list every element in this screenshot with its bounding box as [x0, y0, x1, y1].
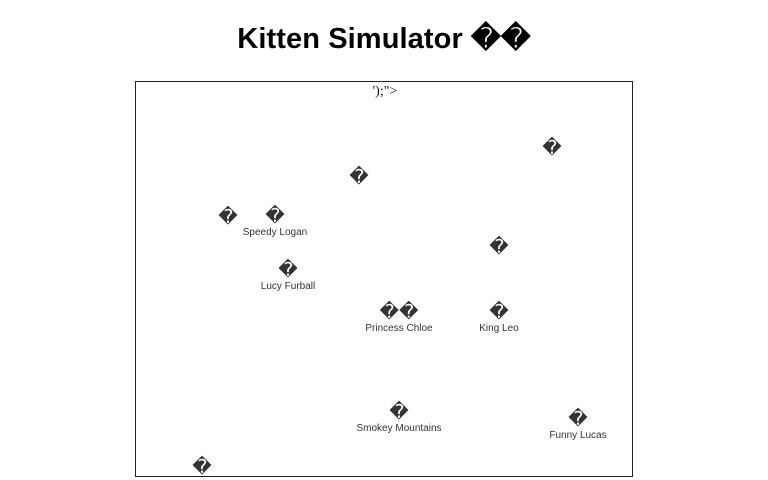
kitten-entity[interactable]: � [489, 237, 508, 257]
kitten-sprite-icon: � [278, 259, 298, 281]
kitten-entity[interactable]: � [192, 456, 212, 477]
injection-artifact-text: ');"> [372, 84, 398, 99]
kitten-sprite-icon: � [349, 166, 369, 188]
kitten-sprite-icon: � [568, 408, 588, 430]
kitten-name-label: Funny Lucas [549, 430, 607, 441]
kitten-sprite-icon: � [192, 456, 212, 477]
kitten-name-label: Princess Chloe [365, 323, 433, 334]
kitten-sprite-icon: � [389, 401, 409, 423]
kitten-name-label: Smokey Mountains [356, 423, 442, 434]
kitten-entity[interactable]: �King Leo [479, 302, 518, 335]
kitten-entity[interactable]: � [349, 167, 368, 187]
kitten-entity[interactable]: �Lucy Furball [261, 260, 315, 293]
kitten-entity[interactable]: � [542, 138, 561, 158]
kitten-sprite-icon: � [218, 206, 238, 228]
kitten-entity[interactable]: ��Princess Chloe [365, 302, 432, 335]
kitten-entity[interactable]: �Funny Lucas [549, 409, 606, 442]
page-title: Kitten Simulator �� [237, 23, 531, 55]
kitten-name-label: Speedy Logan [242, 227, 308, 238]
kitten-entity[interactable]: �Speedy Logan [243, 206, 308, 239]
kitten-sprite-icon: � [489, 301, 509, 323]
kitten-sprite-icon: � [265, 205, 285, 227]
kitten-sprite-icon: �� [379, 301, 419, 323]
kitten-name-label: King Leo [479, 323, 519, 334]
kitten-name-label: Lucy Furball [260, 281, 316, 292]
kitten-sprite-icon: � [489, 236, 509, 258]
kitten-entity[interactable]: � [218, 207, 237, 227]
kitten-sprite-icon: � [542, 137, 562, 159]
kitten-entity[interactable]: �Smokey Mountains [356, 402, 441, 435]
game-canvas[interactable]: ');"> ����Speedy Logan��Lucy Furball��Pr… [135, 81, 633, 477]
